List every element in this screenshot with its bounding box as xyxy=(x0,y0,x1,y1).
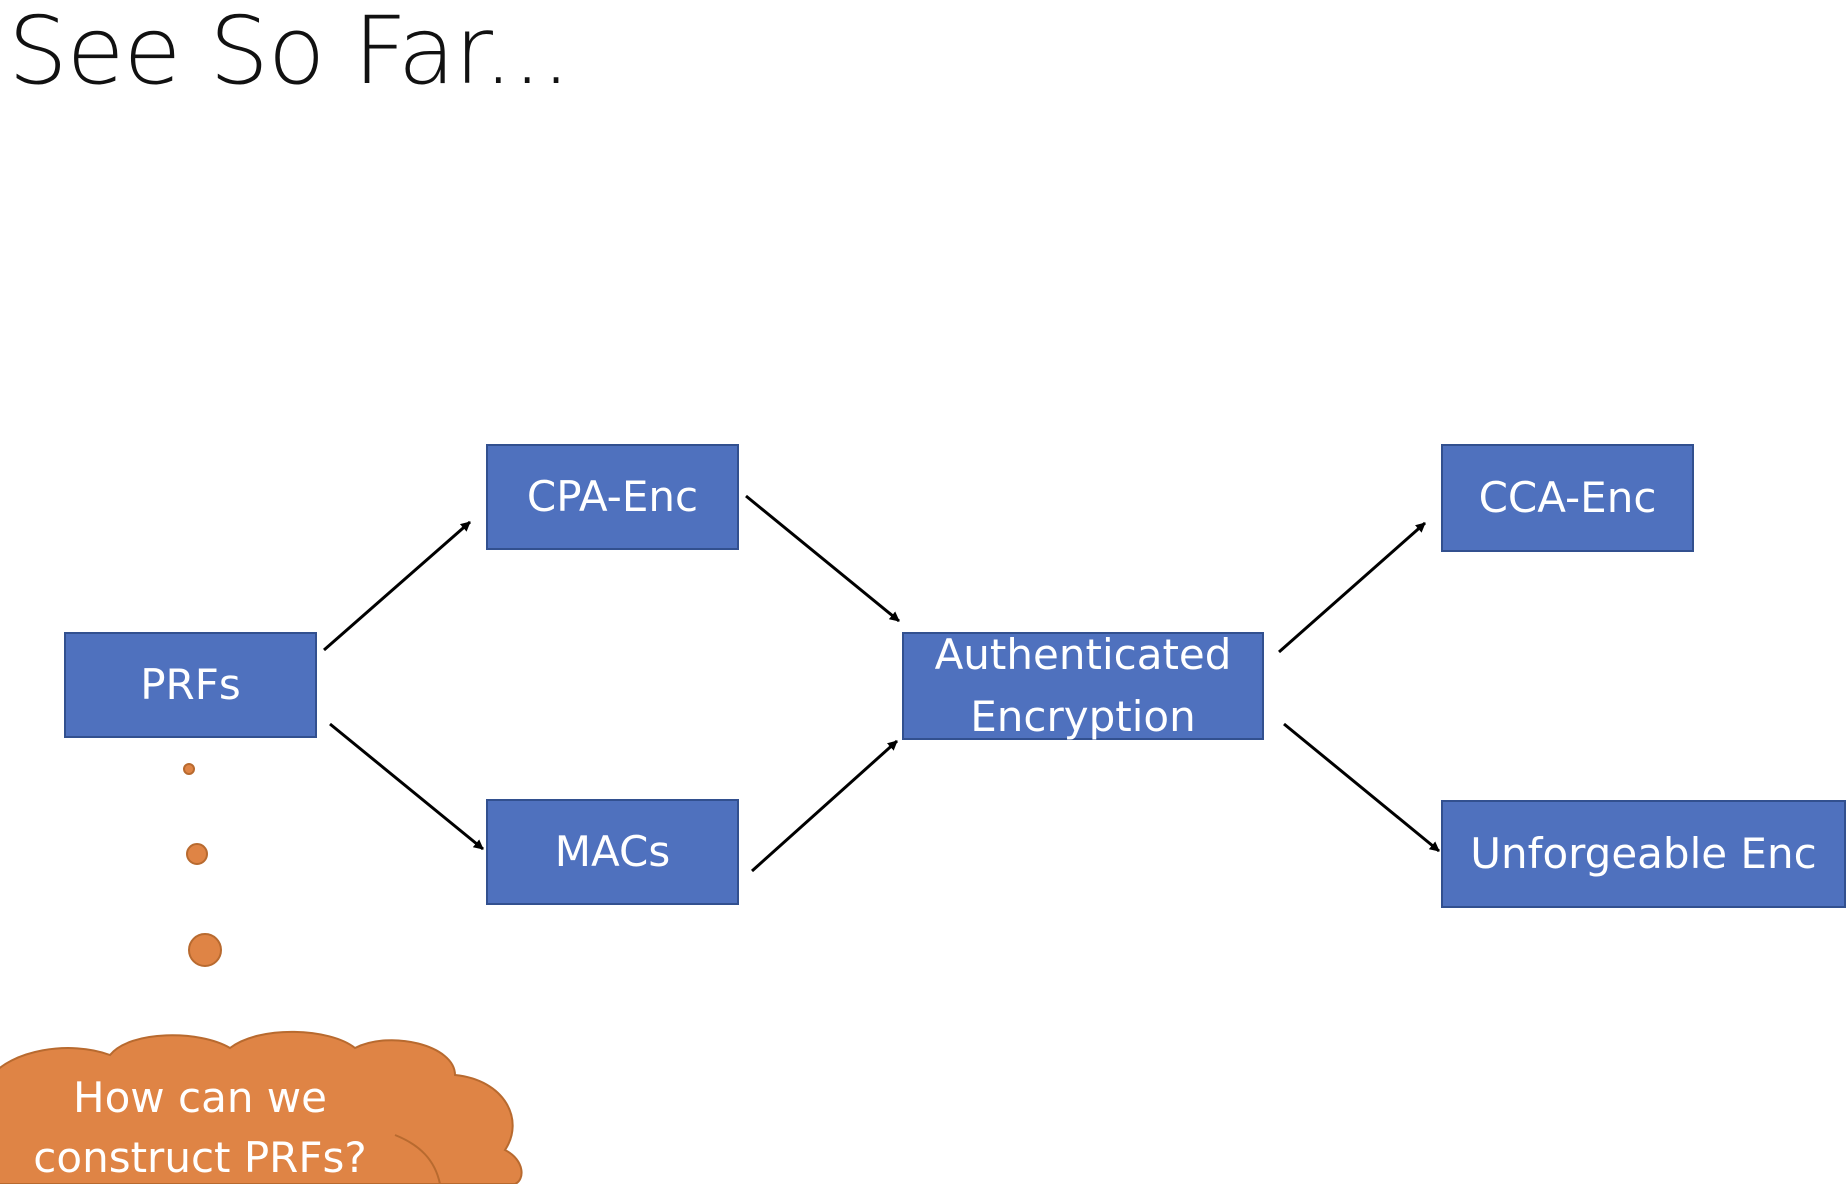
arrow-macs-to-ae xyxy=(750,739,899,873)
node-unforgeable-enc: Unforgeable Enc xyxy=(1441,800,1846,908)
arrow-ae-to-cca-enc xyxy=(1278,521,1426,654)
arrow-prfs-to-macs xyxy=(329,722,484,851)
thought-cloud-text: How can we construct PRFs? xyxy=(33,1073,367,1182)
thought-bubble-large xyxy=(188,933,222,967)
slide-title: See So Far... xyxy=(8,0,571,106)
thought-bubble-small xyxy=(183,763,195,775)
node-authenticated-encryption: Authenticated Encryption xyxy=(902,630,1264,741)
node-prfs: PRFs xyxy=(64,632,317,738)
arrow-ae-to-unforgeable-enc xyxy=(1283,722,1440,853)
arrow-prfs-to-cpa-enc xyxy=(323,520,471,652)
node-cpa-enc: CPA-Enc xyxy=(486,444,739,550)
arrow-cpa-enc-to-ae xyxy=(745,494,900,623)
node-cca-enc: CCA-Enc xyxy=(1441,444,1694,552)
node-macs: MACs xyxy=(486,799,739,905)
thought-bubble-medium xyxy=(186,843,208,865)
